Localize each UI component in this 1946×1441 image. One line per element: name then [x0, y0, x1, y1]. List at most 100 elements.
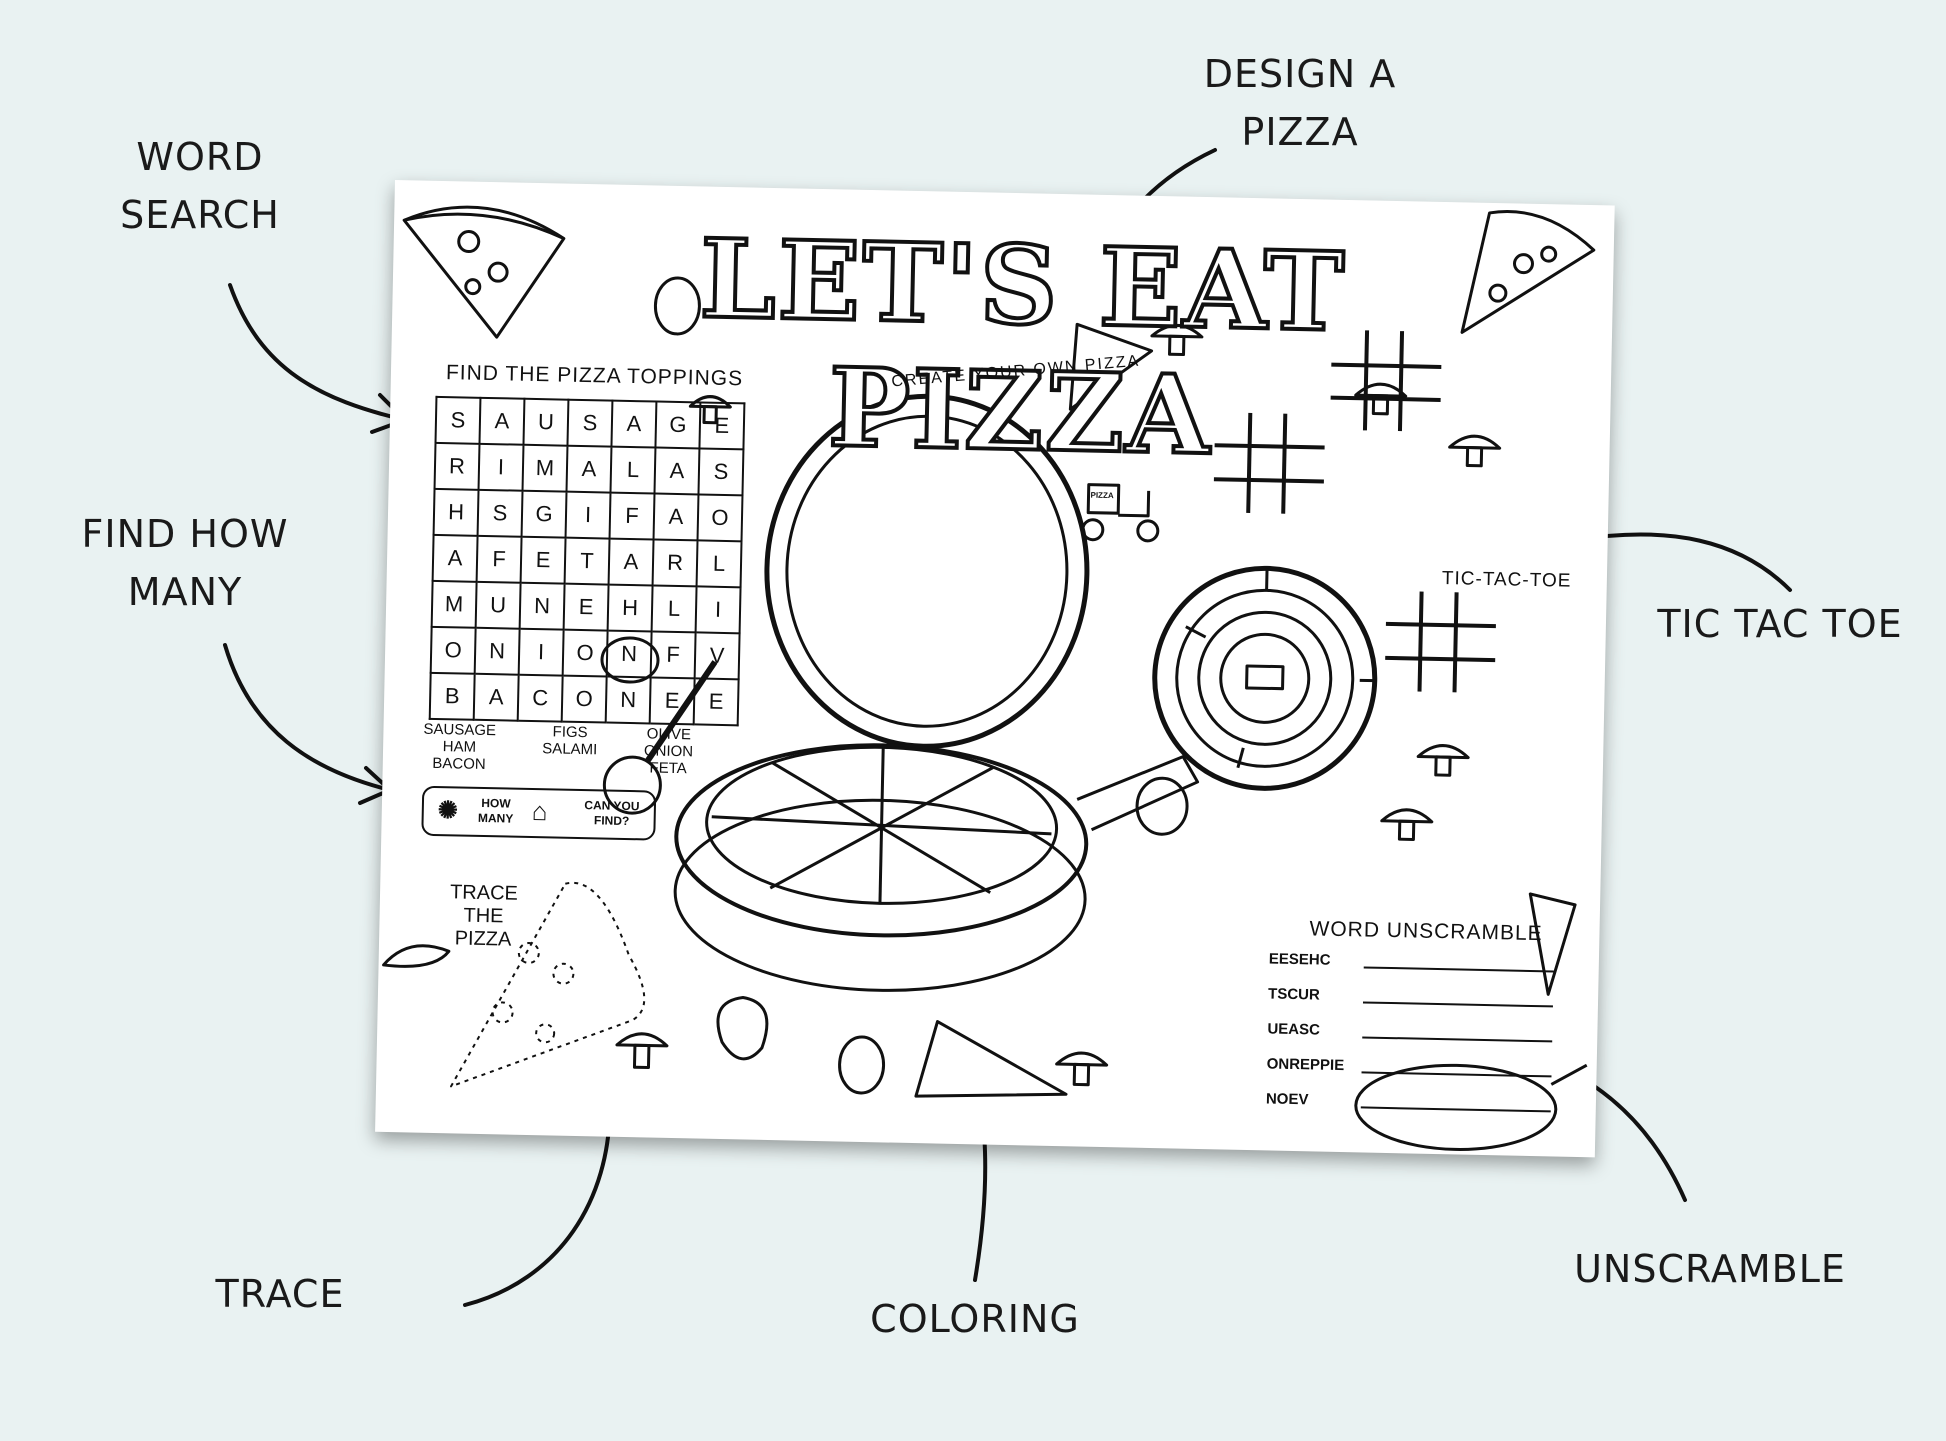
word-search-cell: N	[474, 627, 520, 675]
pepper-ring-icon-1	[653, 276, 701, 336]
word-search-cell: L	[610, 446, 656, 494]
word-search-cell: S	[435, 396, 481, 444]
word-unscramble-heading: WORD UNSCRAMBLE	[1309, 917, 1543, 946]
pizza-cutter-icon	[602, 660, 718, 815]
trace-pizza-outline	[450, 881, 646, 1088]
word-search-cell: A	[432, 534, 478, 582]
word-search-cell: I	[478, 443, 524, 491]
tic-tac-toe-grid-3	[1385, 591, 1496, 693]
callout-trace: TRACE	[215, 1272, 345, 1316]
word-search-cell: A	[566, 445, 612, 493]
word-search-cell: S	[567, 399, 613, 447]
word-search-cell: U	[523, 398, 569, 446]
callout-find-how-many: FIND HOW MANY	[81, 512, 289, 614]
pizza-slice-top-left-icon	[402, 205, 566, 339]
callout-coloring: COLORING	[870, 1297, 1080, 1341]
word-search-cell: S	[477, 489, 523, 537]
word-search-cell: H	[433, 488, 479, 536]
word-search-cell: A	[473, 673, 519, 721]
mushroom-icon-4	[1448, 434, 1502, 468]
word-search-cell: I	[565, 491, 611, 539]
word-search-cell: G	[521, 490, 567, 538]
trace-heading: TRACE THE PIZZA	[449, 881, 519, 951]
word-search-cell: G	[655, 401, 701, 449]
word-search-cell: N	[606, 630, 652, 678]
how-many-box: ✺ HOW MANY ⌂ CAN YOU FIND?	[421, 785, 657, 841]
pizza-slice-bottom-icon	[914, 1020, 1068, 1098]
activity-placemat: LET'S EAT PIZZA FIND THE PIZZA TOPPINGS …	[375, 180, 1615, 1158]
mushroom-icon-5	[1416, 744, 1470, 777]
tic-tac-toe-grid-1	[1330, 330, 1442, 432]
pizza-on-peel-small-icon	[1354, 1063, 1588, 1151]
mushroom-icon-3	[1354, 382, 1408, 416]
word-search-cell: E	[699, 402, 745, 450]
word-search-cell: F	[609, 492, 655, 540]
bell-pepper-icon	[716, 995, 769, 1061]
delivery-scooter-icon	[1081, 483, 1160, 543]
word-search-cell: F	[650, 631, 696, 679]
word-search-cell: S	[698, 448, 744, 496]
word-search-cell: I	[518, 628, 564, 676]
sun-icon: ✺	[437, 797, 459, 825]
mushroom-icon-8	[1055, 1051, 1109, 1087]
word-search-cell: T	[564, 537, 610, 585]
word-search-cell: O	[697, 494, 743, 542]
pizza-slice-small-icon	[1068, 322, 1154, 411]
word-search-cell: A	[653, 493, 699, 541]
mushroom-icon-7	[615, 1032, 669, 1070]
sheet-illustrations	[382, 205, 1596, 1151]
pepper-ring-icon-2	[600, 636, 660, 684]
mushroom-icon-6	[1380, 808, 1434, 841]
mushroom-icon: ⌂	[531, 796, 548, 827]
word-search-cell: O	[561, 675, 607, 723]
word-list-column-2: FIGS SALAMI	[542, 723, 598, 759]
arrow-find-how-many	[223, 643, 392, 792]
word-search-cell: I	[695, 586, 741, 634]
callout-tic-tac-toe: TIC TAC TOE	[1657, 602, 1903, 646]
word-search-cell: N	[519, 582, 565, 630]
word-search-cell: O	[430, 626, 476, 674]
word-search-cell: A	[611, 400, 657, 448]
mushroom-icon-1	[688, 395, 732, 425]
pizza-scoop-icon	[382, 944, 451, 968]
scooter-label: PIZZA	[1090, 490, 1114, 501]
callout-word-search: WORD SEARCH	[120, 135, 280, 237]
word-search-cell: F	[476, 535, 522, 583]
word-search-cell: A	[608, 538, 654, 586]
word-search-cell: E	[520, 536, 566, 584]
word-search-cell: H	[607, 584, 653, 632]
callout-design-pizza: DESIGN A PIZZA	[1203, 52, 1397, 154]
word-search-cell: R	[652, 539, 698, 587]
word-search-cell: U	[475, 581, 521, 629]
pepper-ring-icon-3	[1135, 776, 1189, 836]
word-search-cell: A	[479, 397, 525, 445]
arrow-trace	[463, 1103, 612, 1307]
word-search-cell: M	[431, 580, 477, 628]
word-search-cell: L	[696, 540, 742, 588]
arrow-word-search	[228, 283, 407, 422]
word-search-cell: N	[605, 676, 651, 724]
callout-unscramble: UNSCRAMBLE	[1574, 1247, 1846, 1291]
pizza-slice-right-icon	[1528, 892, 1577, 996]
word-search-cell: E	[649, 677, 695, 725]
tic-tac-toe-grid-2	[1213, 412, 1325, 514]
word-search-cell: R	[434, 442, 480, 490]
word-search-cell: V	[694, 632, 740, 680]
circular-maze-icon	[1152, 565, 1378, 791]
word-search-cell: B	[429, 672, 475, 720]
word-search-cell: E	[693, 678, 739, 726]
word-search-word-list: SAUSAGE HAM BACON FIGS SALAMI OLIVE ONIO…	[423, 721, 694, 778]
arrow-tic-tac-toe	[1573, 532, 1792, 592]
pepper-ring-icon-4	[838, 1035, 886, 1095]
pizza-slice-top-right-icon	[1460, 210, 1596, 334]
mushroom-icon-2	[1150, 323, 1204, 357]
pizza-on-peel-icon	[673, 743, 1200, 992]
